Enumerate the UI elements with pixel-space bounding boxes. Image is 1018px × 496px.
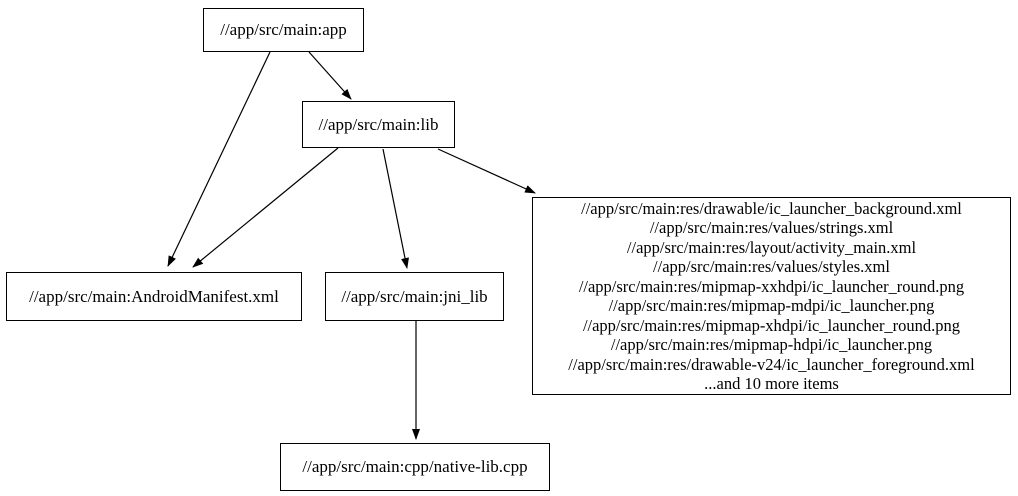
node-label: //app/src/main:lib: [318, 114, 439, 134]
res-item-line: //app/src/main:res/drawable-v24/ic_launc…: [568, 354, 975, 374]
node-app: //app/src/main:app: [203, 8, 364, 52]
res-item-line: //app/src/main:res/mipmap-hdpi/ic_launch…: [610, 335, 933, 354]
res-item-line: //app/src/main:res/layout/activity_main.…: [626, 237, 917, 257]
edge-lib-to-manifest: [192, 147, 339, 268]
node-res-group: //app/src/main:res/drawable/ic_launcher_…: [532, 197, 1011, 395]
node-label: //app/src/main:app: [220, 20, 347, 39]
edge-lib-to-res-group: [437, 148, 536, 194]
node-native-lib-cpp: //app/src/main:cpp/native-lib.cpp: [280, 443, 550, 491]
res-item-line: //app/src/main:res/values/styles.xml: [653, 257, 890, 276]
res-item-line: //app/src/main:res/values/strings.xml: [649, 218, 894, 237]
edge-app-to-manifest: [167, 51, 271, 267]
res-item-line: //app/src/main:res/mipmap-mdpi/ic_launch…: [608, 296, 935, 315]
node-label: //app/src/main:cpp/native-lib.cpp: [302, 457, 528, 476]
node-jni-lib: //app/src/main:jni_lib: [325, 272, 504, 321]
node-label: //app/src/main:AndroidManifest.xml: [29, 286, 279, 306]
res-item-line: //app/src/main:res/mipmap-xxhdpi/ic_laun…: [578, 276, 965, 296]
edge-app-to-lib: [308, 51, 352, 100]
res-item-line: //app/src/main:res/mipmap-xhdpi/ic_launc…: [582, 315, 961, 335]
node-label: //app/src/main:jni_lib: [341, 286, 488, 306]
res-item-line: //app/src/main:res/drawable/ic_launcher_…: [581, 198, 962, 218]
node-lib: //app/src/main:lib: [302, 101, 455, 148]
edge-lib-to-jni-lib: [382, 148, 409, 269]
res-item-line: ...and 10 more items: [704, 374, 839, 393]
node-android-manifest: //app/src/main:AndroidManifest.xml: [6, 272, 302, 321]
